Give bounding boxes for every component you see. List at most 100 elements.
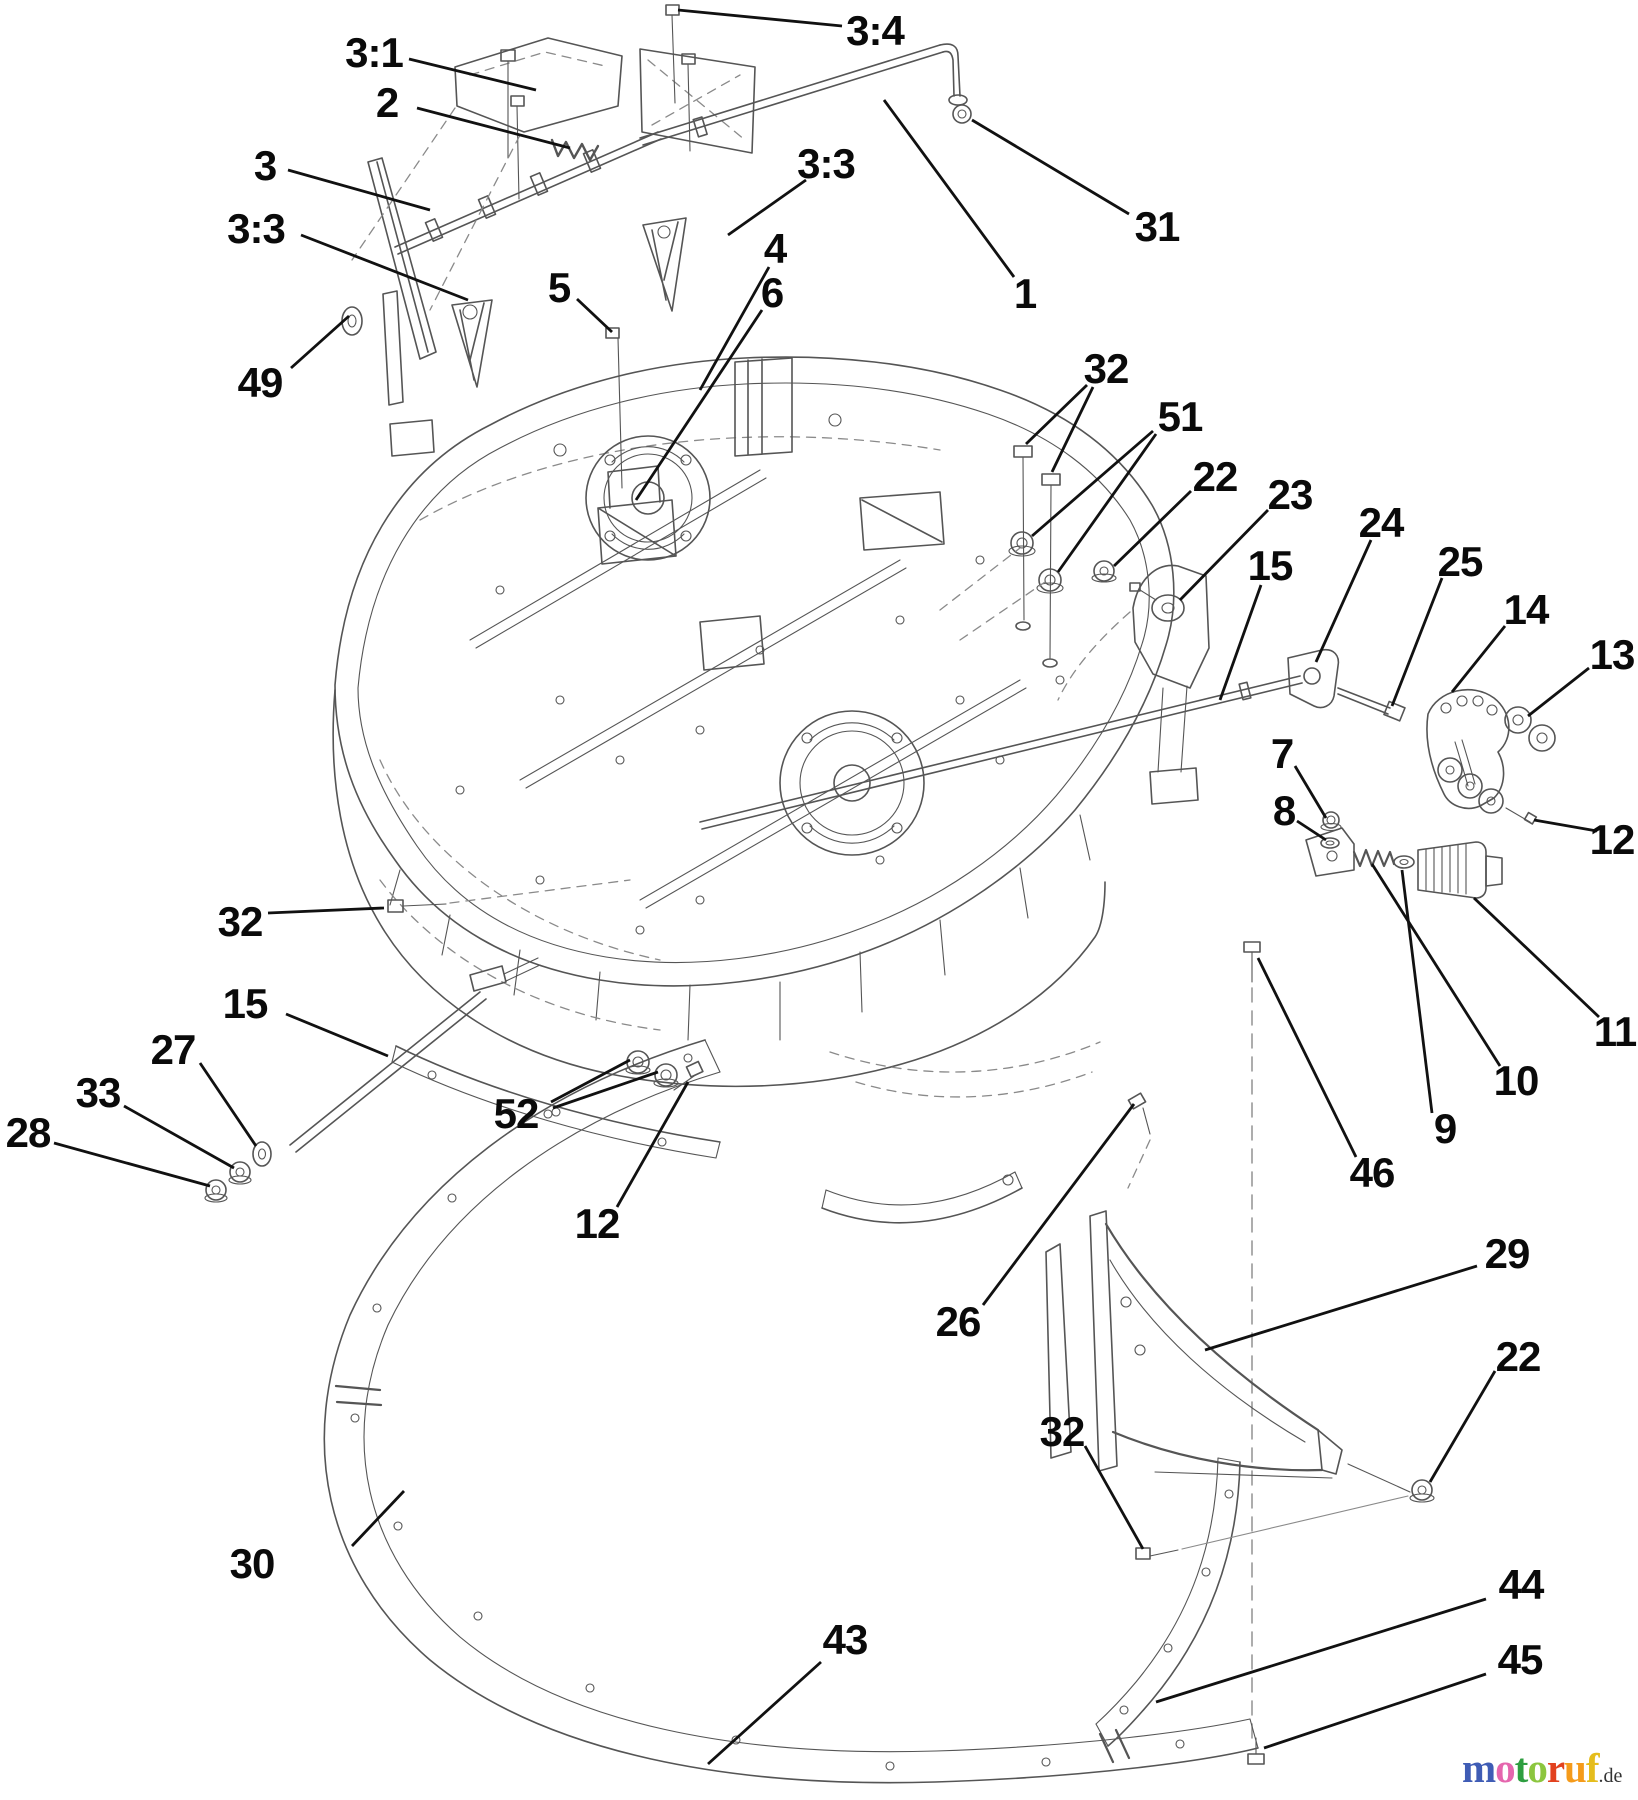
leader-line bbox=[1178, 509, 1270, 601]
part-label-26: 26 bbox=[935, 1298, 982, 1345]
part-label-3-3: 3:3 bbox=[797, 140, 856, 187]
logo-letter: r bbox=[1546, 1745, 1565, 1791]
leader-line bbox=[416, 106, 571, 150]
part-label-45: 45 bbox=[1497, 1636, 1544, 1683]
leader-line bbox=[1031, 429, 1154, 538]
leader-line bbox=[123, 1104, 235, 1170]
leader-line bbox=[408, 57, 537, 92]
part-label-3-4: 3:4 bbox=[846, 7, 905, 54]
part-label-7: 7 bbox=[1270, 730, 1294, 777]
part-label-3-1: 3:1 bbox=[345, 29, 404, 76]
part-label-32: 32 bbox=[217, 898, 264, 945]
leader-line bbox=[981, 1103, 1136, 1306]
logo-letter: u bbox=[1564, 1745, 1587, 1791]
leader-line bbox=[285, 1012, 389, 1058]
leader-line bbox=[1533, 818, 1598, 833]
part-label-3: 3 bbox=[253, 142, 277, 189]
part-label-27: 27 bbox=[150, 1026, 197, 1073]
deck-shell bbox=[332, 356, 1175, 1098]
leader-line bbox=[550, 1058, 631, 1104]
part-label-29: 29 bbox=[1484, 1230, 1531, 1277]
part-label-25: 25 bbox=[1437, 538, 1484, 585]
part-label-31: 31 bbox=[1134, 203, 1181, 250]
leader-line bbox=[1056, 433, 1158, 573]
part-label-33: 33 bbox=[75, 1069, 122, 1116]
leader-lines bbox=[53, 8, 1600, 1766]
logo-letter: o bbox=[1527, 1745, 1547, 1791]
baffle-assembly bbox=[341, 4, 756, 489]
leader-line bbox=[707, 1660, 822, 1766]
part-label-32: 32 bbox=[1083, 345, 1130, 392]
part-label-24: 24 bbox=[1358, 499, 1405, 546]
part-label-22: 22 bbox=[1495, 1333, 1542, 1380]
part-label-8: 8 bbox=[1272, 787, 1296, 834]
part-label-22: 22 bbox=[1192, 453, 1239, 500]
part-label-23: 23 bbox=[1267, 471, 1314, 518]
part-label-15: 15 bbox=[1247, 542, 1294, 589]
part-label-14: 14 bbox=[1503, 586, 1550, 633]
leader-line bbox=[677, 8, 843, 28]
leader-line bbox=[300, 233, 469, 302]
leader-line bbox=[1155, 1597, 1487, 1704]
part-label-52: 52 bbox=[493, 1090, 540, 1137]
leader-line bbox=[1050, 386, 1095, 473]
leader-line bbox=[1473, 896, 1600, 1019]
part-label-12: 12 bbox=[574, 1200, 621, 1247]
leader-line bbox=[287, 168, 431, 212]
leader-line bbox=[1400, 869, 1434, 1114]
logo-letter: m bbox=[1462, 1745, 1496, 1791]
part-label-6: 6 bbox=[760, 269, 784, 316]
leader-line bbox=[615, 1081, 690, 1208]
part-label-15: 15 bbox=[222, 980, 269, 1027]
leader-line bbox=[552, 1070, 659, 1110]
part-label-13: 13 bbox=[1589, 631, 1636, 678]
height-rod bbox=[639, 43, 972, 146]
leader-line bbox=[198, 1062, 258, 1147]
logo-letter: f bbox=[1585, 1745, 1600, 1791]
leader-line bbox=[727, 178, 807, 237]
part-label-32: 32 bbox=[1039, 1408, 1086, 1455]
part-label-5: 5 bbox=[547, 264, 571, 311]
left-rod-assembly bbox=[204, 879, 631, 1203]
leader-line bbox=[1450, 625, 1507, 693]
part-label-44: 44 bbox=[1498, 1561, 1545, 1608]
leader-line bbox=[1083, 1445, 1145, 1550]
part-label-28: 28 bbox=[5, 1109, 52, 1156]
leader-line bbox=[350, 1490, 406, 1547]
part-label-2: 2 bbox=[375, 79, 399, 126]
logo-letter: o bbox=[1495, 1745, 1515, 1791]
part-label-43: 43 bbox=[822, 1616, 869, 1663]
leader-line bbox=[290, 314, 350, 370]
leader-line bbox=[1293, 765, 1328, 819]
leader-line bbox=[1256, 957, 1358, 1158]
part-label-9: 9 bbox=[1433, 1105, 1457, 1152]
leader-line bbox=[576, 297, 613, 334]
leader-line bbox=[1390, 577, 1444, 707]
deflector bbox=[1045, 1092, 1435, 1560]
part-label-51: 51 bbox=[1157, 393, 1204, 440]
part-label-11: 11 bbox=[1593, 1008, 1637, 1055]
logo-suffix: .de bbox=[1598, 1765, 1623, 1787]
leader-line bbox=[971, 118, 1130, 216]
leader-line bbox=[53, 1141, 211, 1188]
leader-line bbox=[1296, 819, 1327, 842]
leader-line bbox=[267, 906, 385, 915]
leader-line bbox=[634, 309, 764, 501]
part-label-4: 4 bbox=[763, 225, 787, 272]
leader-line bbox=[1428, 1370, 1497, 1483]
part-label-1: 1 bbox=[1013, 270, 1037, 317]
leader-line bbox=[1314, 539, 1373, 663]
leader-line bbox=[1527, 666, 1590, 718]
watermark-logo: motoruf.de bbox=[1462, 1748, 1638, 1789]
leader-line bbox=[698, 266, 771, 391]
part-label-3-3: 3:3 bbox=[227, 205, 286, 252]
leader-line bbox=[1204, 1264, 1478, 1352]
part-label-30: 30 bbox=[229, 1540, 276, 1587]
leader-line bbox=[1370, 863, 1502, 1067]
part-label-10: 10 bbox=[1493, 1057, 1540, 1104]
leader-line bbox=[1113, 489, 1192, 568]
skirt-band bbox=[323, 1039, 1265, 1784]
leader-line bbox=[1025, 383, 1088, 446]
